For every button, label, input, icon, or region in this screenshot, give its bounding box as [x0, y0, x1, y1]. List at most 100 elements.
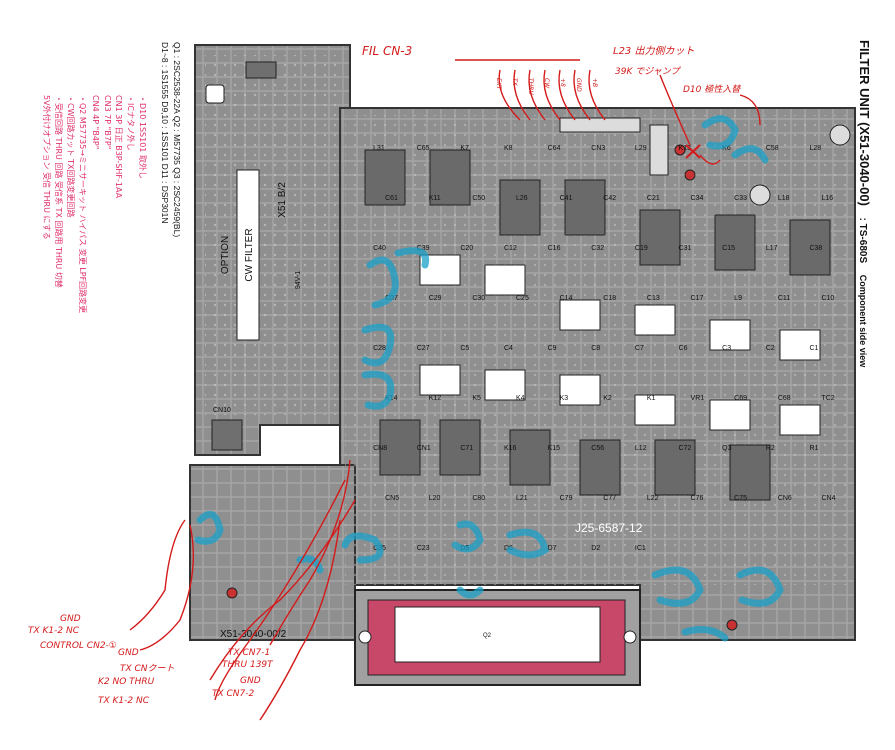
component-label: IC1 [635, 545, 646, 552]
component-label: K11 [429, 195, 441, 202]
component-label: K8 [504, 145, 513, 152]
component-label: K16 [504, 445, 517, 452]
component-label: C23 [417, 545, 430, 552]
component-label: C64 [548, 145, 561, 152]
cw-filter-label: CW FILTER [244, 228, 255, 281]
main-board-id: J25-6587-12 [575, 521, 643, 535]
component-label: CN3 [591, 145, 605, 152]
component-label: C32 [591, 245, 604, 252]
component-label: CN6 [778, 495, 792, 502]
component-label: L9 [734, 295, 742, 302]
tx-cn-out-note: TX CNクート [120, 664, 175, 674]
component-label: K13 [679, 145, 692, 152]
component-label: C15 [722, 245, 735, 252]
gnd-note-3: GND [240, 676, 261, 686]
component-label: C16 [548, 245, 561, 252]
component-label: C34 [691, 195, 704, 202]
component-label: K15 [548, 445, 561, 452]
gnd-note-1: GND [60, 614, 81, 624]
highlight-marks [194, 115, 784, 642]
component-label: C50 [472, 195, 485, 202]
component-label: C2 [766, 345, 775, 352]
component-label: C72 [679, 445, 692, 452]
component-label: C75 [734, 495, 747, 502]
component-label: C42 [603, 195, 616, 202]
component-label: C65 [417, 145, 430, 152]
component-label: K2 [603, 395, 612, 402]
component-label: C10 [821, 295, 834, 302]
component-label: CN4 [821, 495, 835, 502]
component-label: C58 [766, 145, 779, 152]
q2-label: Q2 [483, 633, 492, 639]
k2-no-thru-note: K2 NO THRU [98, 677, 155, 687]
component-label: C69 [734, 395, 747, 402]
component-label: C14 [560, 295, 573, 302]
component-label: C18 [603, 295, 616, 302]
option-conn: CN10 [213, 407, 231, 414]
component-label: L12 [635, 445, 647, 452]
thru-note: THRU 139T [222, 660, 273, 670]
component-label: L17 [766, 245, 778, 252]
tx-k1-2-nc-note-2: TX K1-2 NC [98, 696, 150, 706]
option-label-plate [236, 169, 260, 341]
component-label: C76 [691, 495, 704, 502]
component-label: C1 [809, 345, 818, 352]
component-label: C33 [734, 195, 747, 202]
component-label: C7 [635, 345, 644, 352]
component-label: C6 [679, 345, 688, 352]
component-label: Q3 [722, 445, 731, 452]
component-label: C29 [429, 295, 442, 302]
cn3-pin-label: +8 [559, 78, 566, 87]
l23-note: L23 出力側カット [613, 46, 695, 57]
component-label: C25 [516, 295, 529, 302]
cn3-pin-label: EXT [495, 78, 502, 90]
option-label: OPTION [220, 236, 231, 274]
component-label: K1 [647, 395, 656, 402]
component-label: C30 [472, 295, 485, 302]
component-label: C40 [373, 245, 386, 252]
fil-cn3-note: FIL CN-3 [362, 44, 413, 58]
component-label: CN1 [417, 445, 431, 452]
cn3-pin-label: TX [511, 78, 518, 86]
component-label: L28 [809, 145, 821, 152]
component-label: C38 [809, 245, 822, 252]
component-label: K12 [429, 395, 442, 402]
component-label: C28 [373, 345, 386, 352]
component-label: L22 [647, 495, 659, 502]
component-label: K6 [722, 145, 731, 152]
component-label: C79 [560, 495, 573, 502]
component-label: C4 [504, 345, 513, 352]
component-label: C41 [560, 195, 573, 202]
board-id-label: X51 B/2 [277, 182, 288, 218]
tx-k1-2-nc-note-1: TX K1-2 NC [28, 626, 80, 636]
component-label: L16 [821, 195, 833, 202]
component-label: K5 [472, 395, 481, 402]
component-label: C17 [691, 295, 704, 302]
component-label: K3 [560, 395, 569, 402]
tx-cn7-1-note: TX CN7-1 [228, 648, 271, 658]
component-label: C61 [385, 195, 398, 202]
component-label: L21 [516, 495, 528, 502]
component-label: D2 [591, 545, 600, 552]
cn3-pin-label: +B [591, 78, 598, 88]
component-label: K7 [460, 145, 469, 152]
component-label: C39 [417, 245, 430, 252]
tx-cn7-2-note: TX CN7-2 [212, 689, 255, 699]
component-label: D7 [548, 545, 557, 552]
component-label: TC2 [821, 395, 834, 402]
l23-sub-note: 39K でジャンプ [615, 67, 680, 77]
option-rating: 94V-1 [295, 271, 302, 289]
component-label: C9 [548, 345, 557, 352]
component-label: C80 [472, 495, 485, 502]
component-label: R2 [766, 445, 775, 452]
cn3-pin-label: CW [543, 78, 550, 89]
component-label: L31 [373, 145, 385, 152]
component-label: C21 [647, 195, 660, 202]
component-label: L26 [516, 195, 528, 202]
component-label: CN8 [373, 445, 387, 452]
component-label: C20 [460, 245, 473, 252]
component-label: L29 [635, 145, 647, 152]
component-label: C8 [591, 345, 600, 352]
